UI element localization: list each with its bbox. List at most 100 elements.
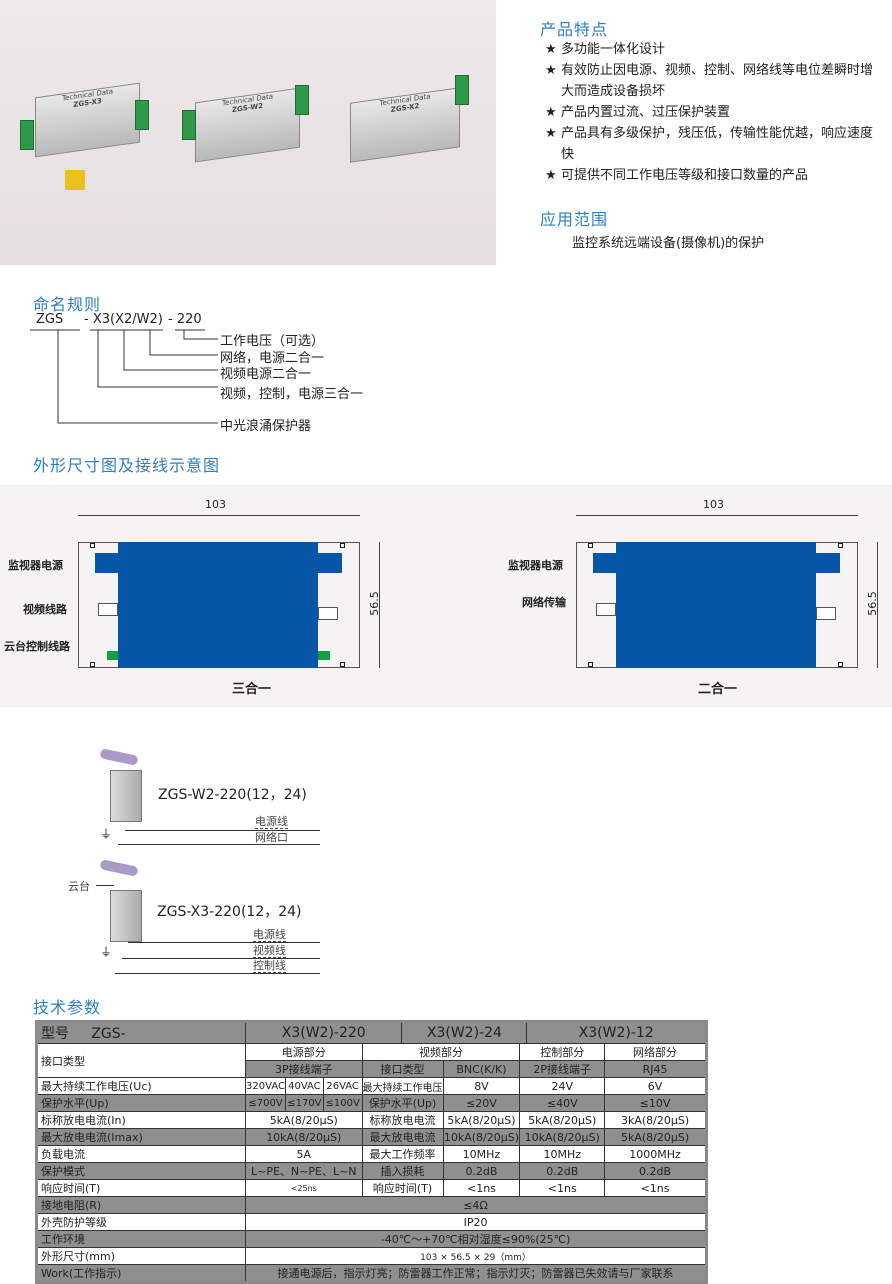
yellow-connector (65, 170, 85, 190)
application-title: 应用范围 (540, 210, 609, 229)
mount-hole (588, 662, 593, 667)
row-label: 负载电流 (35, 1145, 247, 1163)
model-24: X3(W2)-24 (401, 1021, 528, 1044)
cell: 电源部分 (245, 1043, 363, 1061)
power-terminal (318, 553, 342, 573)
cell: 0.2dB (519, 1162, 606, 1180)
cell: 0.2dB (442, 1162, 521, 1180)
mount-hole (838, 662, 843, 667)
cell: ≤4Ω (245, 1196, 707, 1214)
table-row: 工作环境-40℃～+70℃相对湿度≤90%(25℃) (35, 1230, 707, 1248)
mount-hole (340, 662, 345, 667)
cell: ≤40V (519, 1094, 606, 1112)
feature-text: 有效防止因电源、视频、控制、网络线等电位差瞬时增大而造成设备损坏 (561, 63, 874, 99)
star-icon: ★ (545, 168, 557, 183)
cell: 8V (442, 1077, 521, 1095)
terminal-block (455, 75, 469, 105)
cell: 5A (245, 1145, 363, 1163)
mount-hole (90, 662, 95, 667)
cell: 网络部分 (604, 1043, 707, 1061)
wire-label: 网络口 (255, 831, 288, 845)
naming-part-voltage: - 220 (168, 312, 202, 327)
features-title: 产品特点 (540, 20, 609, 39)
label-video-line: 视频线路 (23, 603, 67, 616)
control-terminal (318, 651, 330, 660)
cell: <1ns (604, 1179, 707, 1197)
cell: 2P接线端子 (519, 1060, 606, 1078)
cell: 插入损耗 (361, 1162, 444, 1180)
wire (96, 885, 114, 886)
row-label: 最大放电电流(Imax) (35, 1128, 247, 1146)
ground-icon: ⏚ (100, 945, 113, 959)
mount-hole (588, 543, 593, 548)
cell: ≤20V (442, 1094, 521, 1112)
feature-item: ★ 多功能一体化设计 (545, 39, 880, 60)
drawing-caption: 三合一 (232, 682, 272, 697)
feature-item: ★ 产品内置过流、过压保护装置 (545, 102, 880, 123)
dimensions-title: 外形尺寸图及接线示意图 (33, 456, 221, 475)
cell: 5kA(8/20μS) (519, 1111, 606, 1129)
table-row: 3P接线端子 接口类型 BNC(K/K) 2P接线端子 RJ45 (37, 1060, 707, 1078)
naming-part-type: - X3(X2/W2) (84, 312, 163, 327)
video-port (98, 603, 118, 616)
cell: 10MHz (442, 1145, 521, 1163)
model-label: 型号 (41, 1026, 69, 1042)
feature-text: 多功能一体化设计 (561, 42, 666, 57)
drawing-three-in-one: 103 56.5 监视器电源 视频线路 云台控制线路 三合一 (0, 485, 420, 707)
naming-part-series: ZGS (36, 312, 64, 327)
cell: 320VAC (245, 1077, 286, 1095)
ptz-label: 云台 (68, 880, 90, 893)
cell: ≤700V (245, 1094, 286, 1112)
cell: ≤100V (322, 1094, 363, 1112)
cell: 3P接线端子 (245, 1060, 363, 1078)
feature-item: ★产品具有多级保护，残压低，传输性能优越，响应速度快 (545, 123, 880, 165)
wire (122, 958, 320, 959)
row-label: 外形尺寸(mm) (35, 1247, 247, 1265)
cell: 1000MHz (604, 1145, 707, 1163)
table-row: Work(工作指示)接通电源后，指示灯亮；防雷器工作正常；指示灯灭；防雷器已失效… (35, 1264, 707, 1283)
specs-title: 技术参数 (33, 998, 102, 1017)
wiring-x3: 云台 ZGS-X3-220(12，24) ⏚ 电源线 视频线 控制线 (0, 855, 340, 980)
row-label: 保护水平(Up) (35, 1094, 247, 1112)
model-prefix: ZGS- (91, 1026, 126, 1042)
feature-item: ★可提供不同工作电压等级和接口数量的产品 (545, 165, 880, 186)
drawing-two-in-one: 103 56.5 监视器电源 网络传输 二合一 (498, 485, 892, 707)
naming-note: 工作电压（可选） (220, 334, 325, 349)
cell: RJ45 (604, 1060, 707, 1078)
cell: 视频部分 (361, 1043, 521, 1061)
feature-text: 产品内置过流、过压保护装置 (561, 105, 731, 120)
height-dimension: 56.5 (865, 591, 879, 616)
cell: 40VAC (284, 1077, 324, 1095)
control-terminal (107, 651, 119, 660)
row-label: 标称放电电流(In) (35, 1111, 247, 1129)
cell: 3kA(8/20μS) (604, 1111, 707, 1129)
cell: 0.2dB (604, 1162, 707, 1180)
star-icon: ★ (545, 42, 557, 57)
cell: 最大持续工作电压 (361, 1077, 444, 1095)
model-12: X3(W2)-12 (526, 1021, 707, 1044)
network-port (596, 603, 616, 616)
ground-icon: ⏚ (100, 827, 113, 841)
height-dimension: 56.5 (367, 591, 381, 616)
wire-label: 电源线 (255, 815, 288, 829)
feature-item: ★有效防止因电源、视频、控制、网络线等电位差瞬时增大而造成设备损坏 (545, 60, 880, 102)
naming-note: 视频，控制，电源三合一 (220, 387, 364, 402)
cell: 最大工作频率 (361, 1145, 444, 1163)
naming-note: 中光浪涌保护器 (220, 419, 312, 434)
cell: 保护水平(Up) (361, 1094, 444, 1112)
video-port (318, 607, 338, 620)
width-dimension-line (576, 515, 858, 516)
row-label: 保护模式 (35, 1162, 247, 1180)
star-icon: ★ (545, 105, 557, 120)
terminal-block (182, 110, 196, 140)
cell: BNC(K/K) (442, 1060, 521, 1078)
wiring-model: ZGS-X3-220(12，24) (157, 904, 302, 920)
cell: L~PE、N~PE、L~N (245, 1162, 363, 1180)
